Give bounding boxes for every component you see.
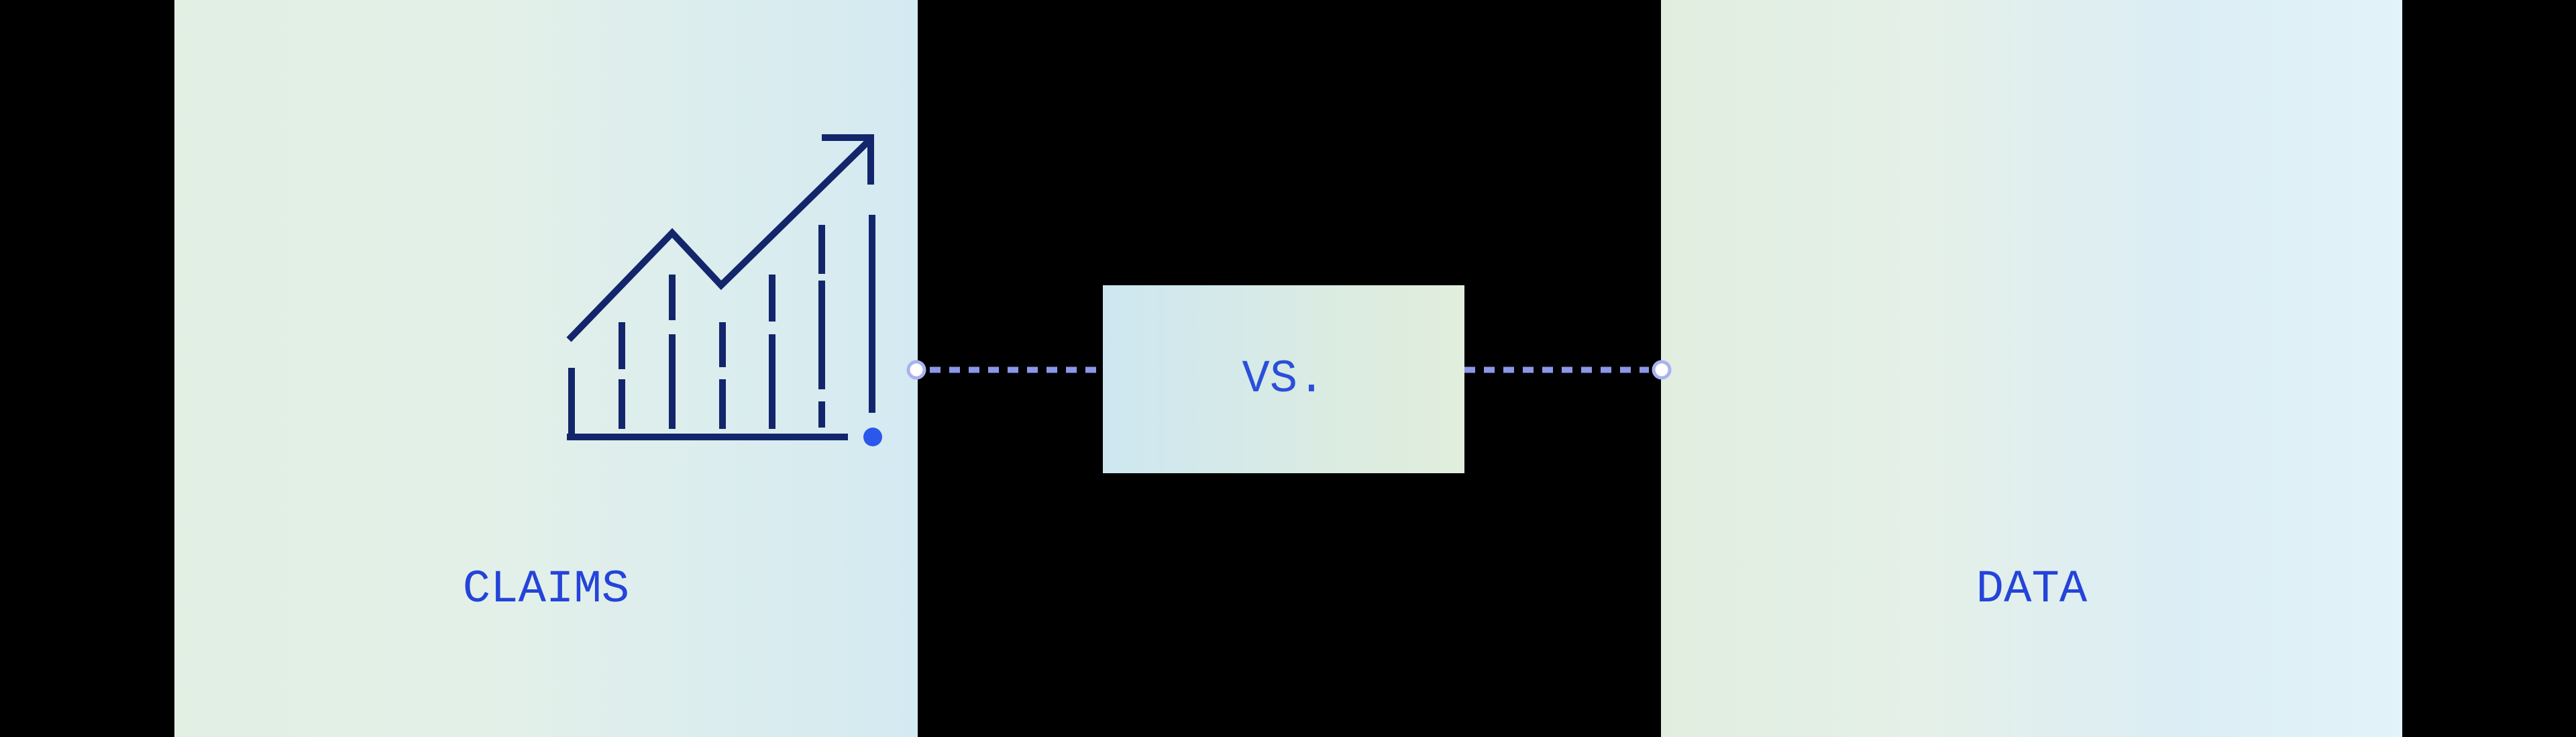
claims-label: CLAIMS: [462, 563, 630, 616]
data-panel: DATA: [1661, 0, 2402, 737]
connector-endpoint-left: [906, 360, 926, 380]
chart-baseline: [567, 368, 848, 440]
trend-chart-icon: [566, 134, 882, 446]
chart-accent-dot: [863, 428, 882, 446]
claims-panel: CLAIMS: [174, 0, 918, 737]
connector-line: [906, 360, 1672, 380]
vs-label: VS.: [1242, 352, 1326, 405]
vs-box: VS.: [1103, 285, 1464, 473]
arrow-head-icon: [822, 134, 874, 185]
trend-line: [566, 136, 873, 342]
data-label: DATA: [1976, 563, 2088, 616]
connector-endpoint-right: [1652, 360, 1672, 380]
